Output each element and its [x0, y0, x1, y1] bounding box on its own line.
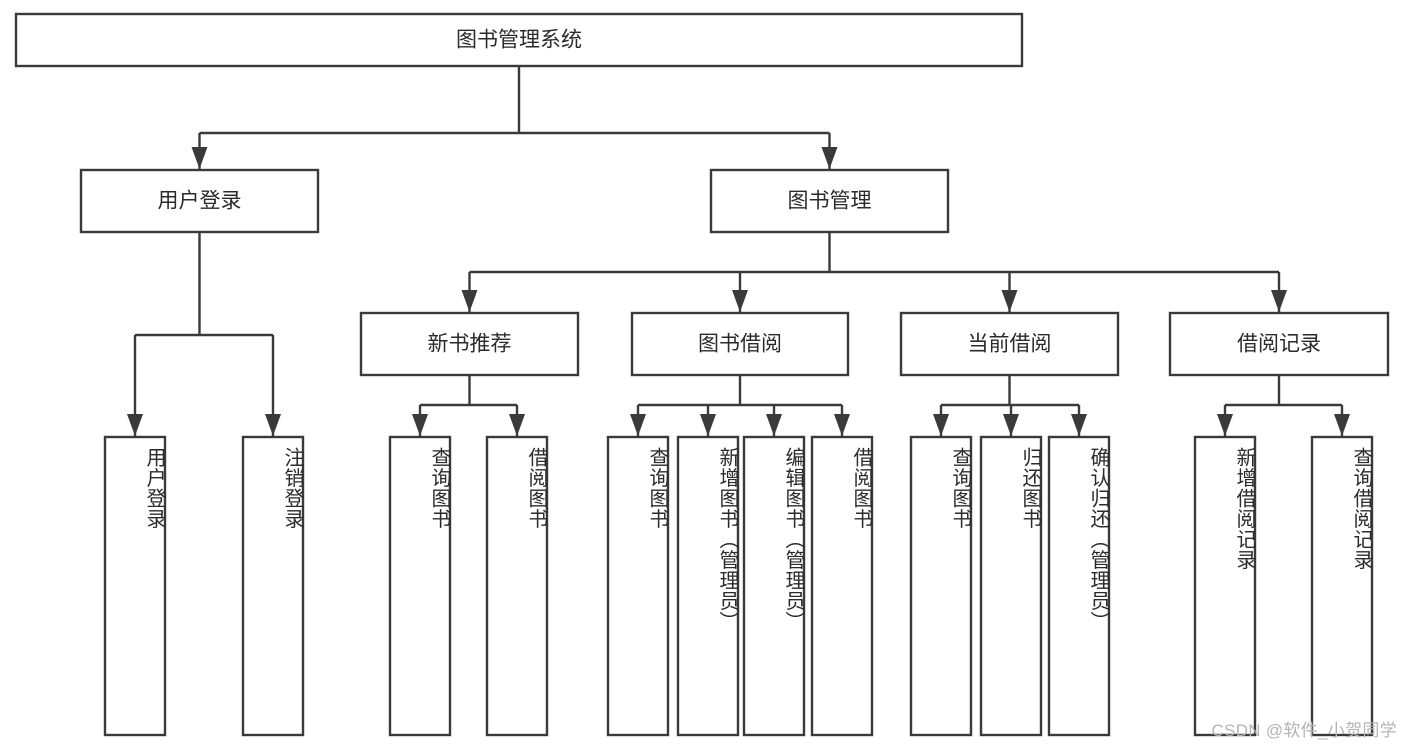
node-box-root[interactable] — [14, 12, 1024, 68]
arrow-head-icon — [509, 414, 525, 436]
node-box-borrow-book-2[interactable] — [810, 435, 874, 737]
node-box-new-book-recommend[interactable] — [359, 311, 580, 377]
node-label-user-login: 用户登录 — [158, 190, 242, 213]
node-label-book-manage: 图书管理 — [788, 190, 872, 213]
node-label-borrow-record: 借阅记录 — [1237, 333, 1321, 356]
arrow-head-icon — [412, 414, 428, 436]
node-box-add-borrow-record[interactable] — [1193, 435, 1257, 737]
node-box-book-manage[interactable] — [709, 168, 950, 234]
arrow-head-icon — [1334, 414, 1350, 436]
arrow-head-icon — [461, 290, 478, 312]
node-box-user-login-do[interactable] — [103, 435, 167, 737]
arrow-head-icon — [933, 414, 949, 436]
node-box-edit-book-admin[interactable] — [742, 435, 806, 737]
arrow-head-icon — [630, 414, 646, 436]
arrow-head-icon — [1003, 414, 1019, 436]
node-box-add-book-admin[interactable] — [676, 435, 740, 737]
node-box-user-logout[interactable] — [241, 435, 305, 737]
arrow-head-icon — [834, 414, 850, 436]
arrow-head-icon — [1001, 290, 1018, 312]
arrow-head-icon — [1071, 414, 1087, 436]
node-box-query-borrow-record[interactable] — [1310, 435, 1374, 737]
node-label-root: 图书管理系统 — [456, 29, 582, 52]
arrow-head-icon — [265, 414, 281, 436]
node-box-query-book-3[interactable] — [909, 435, 973, 737]
arrow-head-icon — [766, 414, 782, 436]
arrow-head-icon — [1217, 414, 1233, 436]
node-box-user-login[interactable] — [79, 168, 320, 234]
arrow-head-icon — [1271, 290, 1287, 312]
node-label-current-borrow: 当前借阅 — [968, 333, 1052, 356]
arrow-head-icon — [127, 414, 143, 436]
node-box-return-book[interactable] — [979, 435, 1043, 737]
node-label-new-book-recommend: 新书推荐 — [428, 333, 512, 356]
node-label-book-borrow: 图书借阅 — [698, 333, 782, 356]
node-box-current-borrow[interactable] — [899, 311, 1120, 377]
watermark-text: CSDN @软件_小贺同学 — [1211, 721, 1397, 740]
nodes-layer — [14, 12, 1390, 737]
node-box-book-borrow[interactable] — [630, 311, 850, 377]
arrow-head-icon — [191, 147, 208, 169]
arrow-head-icon — [821, 147, 838, 169]
node-box-borrow-book-1[interactable] — [485, 435, 549, 737]
node-box-query-book-2[interactable] — [606, 435, 670, 737]
node-box-borrow-record[interactable] — [1168, 311, 1390, 377]
arrow-head-icon — [732, 290, 748, 312]
edges-layer — [127, 66, 1350, 436]
arrow-head-icon — [700, 414, 716, 436]
node-box-query-book-1[interactable] — [388, 435, 452, 737]
node-box-confirm-return-admin[interactable] — [1047, 435, 1111, 737]
